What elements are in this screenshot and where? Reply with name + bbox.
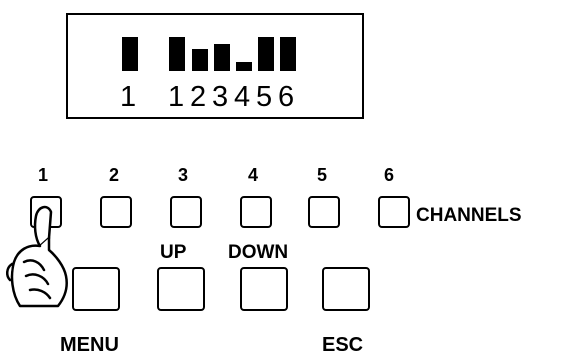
channel-number-2: 2 <box>109 165 120 185</box>
esc-label: ESC <box>322 334 364 356</box>
display-label-3: 3 <box>212 81 229 113</box>
channel-4-button[interactable] <box>240 196 272 228</box>
channel-5-button[interactable] <box>308 196 340 228</box>
level-bar-5 <box>236 62 252 71</box>
level-bar-2 <box>169 37 185 71</box>
channel-number-4: 4 <box>248 165 259 185</box>
down-label: DOWN <box>228 242 289 263</box>
esc-button[interactable] <box>322 267 370 311</box>
down-button[interactable] <box>240 267 288 311</box>
channel-6-button[interactable] <box>378 196 410 228</box>
up-button[interactable] <box>157 267 205 311</box>
channel-number-6: 6 <box>384 165 395 185</box>
channel-number-3: 3 <box>178 165 189 185</box>
channel-2-button[interactable] <box>100 196 132 228</box>
display-label-4: 4 <box>234 81 251 113</box>
display-label-1b: 1 <box>168 81 185 113</box>
level-bar-6 <box>258 37 274 71</box>
channel-number-1: 1 <box>38 165 49 185</box>
channel-3-button[interactable] <box>170 196 202 228</box>
menu-label: MENU <box>60 334 119 356</box>
lcd-display: 1 1 2 3 4 5 6 <box>66 13 364 119</box>
display-label-1: 1 <box>120 81 137 113</box>
up-label: UP <box>160 242 187 263</box>
channel-number-5: 5 <box>317 165 328 185</box>
menu-button[interactable] <box>72 267 120 311</box>
display-label-6: 6 <box>278 81 295 113</box>
level-bar-1 <box>122 37 138 71</box>
display-label-5: 5 <box>256 81 273 113</box>
channels-label: CHANNELS <box>416 205 522 226</box>
level-bar-4 <box>214 44 230 71</box>
channel-1-button[interactable] <box>30 196 62 228</box>
display-label-2: 2 <box>190 81 207 113</box>
level-bar-7 <box>280 37 296 71</box>
level-bar-3 <box>192 49 208 71</box>
